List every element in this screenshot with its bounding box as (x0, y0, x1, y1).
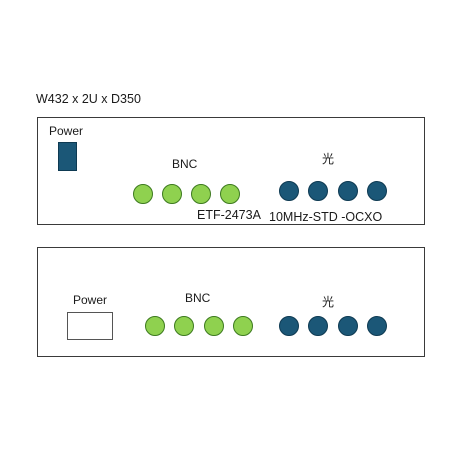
top-optical-port-1[interactable] (279, 181, 299, 201)
top-bnc-port-3[interactable] (191, 184, 211, 204)
bottom-optical-port-1[interactable] (279, 316, 299, 336)
bottom-optical-port-4[interactable] (367, 316, 387, 336)
top-bnc-port-4[interactable] (220, 184, 240, 204)
top-optical-model-label: 10MHz-STD -OCXO (269, 210, 383, 224)
bottom-bnc-port-4[interactable] (233, 316, 253, 336)
top-power-switch[interactable] (58, 142, 77, 171)
top-optical-port-2[interactable] (308, 181, 328, 201)
top-bnc-model-label: ETF-2473A (197, 208, 261, 222)
top-optical-port-4[interactable] (367, 181, 387, 201)
bottom-optical-port-2[interactable] (308, 316, 328, 336)
top-bnc-port-2[interactable] (162, 184, 182, 204)
dimensions-label: W432 x 2U x D350 (36, 92, 141, 106)
top-optical-label: 光 (322, 152, 335, 166)
bottom-optical-label: 光 (322, 295, 335, 309)
top-optical-port-3[interactable] (338, 181, 358, 201)
top-power-label: Power (49, 124, 84, 138)
front-panel-top (37, 117, 425, 225)
bottom-power-label: Power (73, 293, 108, 307)
top-bnc-port-1[interactable] (133, 184, 153, 204)
bottom-optical-port-3[interactable] (338, 316, 358, 336)
bottom-bnc-port-3[interactable] (204, 316, 224, 336)
bottom-bnc-port-2[interactable] (174, 316, 194, 336)
top-bnc-label: BNC (172, 157, 198, 171)
bottom-bnc-port-1[interactable] (145, 316, 165, 336)
bottom-bnc-label: BNC (185, 291, 211, 305)
bottom-power-switch[interactable] (67, 312, 113, 340)
